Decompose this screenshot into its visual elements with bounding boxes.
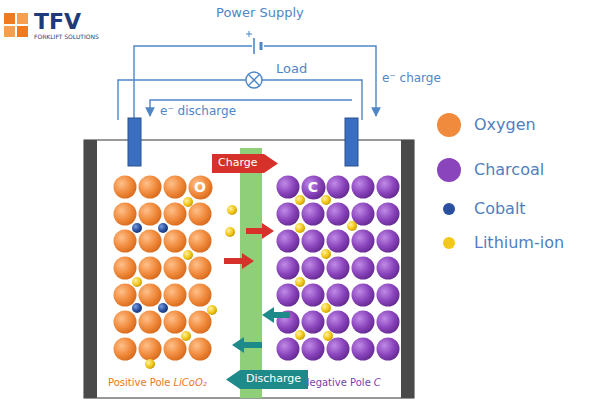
legend-swatch (436, 157, 462, 183)
oxygen-atom: O (188, 175, 213, 200)
discharge-current-label: e⁻ discharge (160, 105, 236, 119)
carbon-atom: C (301, 175, 326, 200)
legend-text: Lithium-ion (474, 234, 564, 252)
legend-text: Oxygen (474, 116, 536, 134)
node-text: O (194, 179, 206, 195)
pole-label: Negative Pole (302, 377, 371, 389)
node-text-group: O (194, 179, 206, 195)
charge-current-label: e⁻ charge (382, 72, 441, 86)
node-text: Charge (218, 157, 278, 170)
node-text-group: Charge (218, 157, 278, 170)
node-text-group: Discharge (246, 373, 308, 386)
formula-label: C (374, 377, 381, 389)
pole-label: Positive Pole (108, 377, 170, 389)
legend-swatch (442, 236, 456, 250)
legend-text: Charcoal (474, 161, 544, 179)
charge-arrow: Charge (212, 154, 278, 173)
logo-subtitle: FORKLIFT SOLUTIONS (34, 34, 99, 41)
separator (240, 148, 262, 398)
ion-flow-arrows (224, 223, 290, 353)
battery-case (84, 140, 414, 398)
node-text: C (308, 179, 318, 195)
legend-text: Cobalt (474, 200, 526, 218)
formula-label: LiCoO₂ (173, 377, 206, 389)
node-text: Discharge (246, 373, 308, 386)
legend-swatch (436, 112, 462, 138)
logo-text: TFV (34, 9, 81, 34)
discharge-arrow: Discharge (226, 370, 308, 389)
lamp-symbol (246, 72, 262, 88)
logo-mark (4, 13, 28, 37)
node-text-group: C (308, 179, 318, 195)
atom-grid (114, 176, 400, 370)
circuit-wire (118, 46, 376, 120)
load-label: Load (276, 62, 307, 77)
battery-symbol (246, 31, 261, 54)
legend-swatch (442, 202, 456, 216)
power-supply-label: Power Supply (216, 6, 304, 21)
